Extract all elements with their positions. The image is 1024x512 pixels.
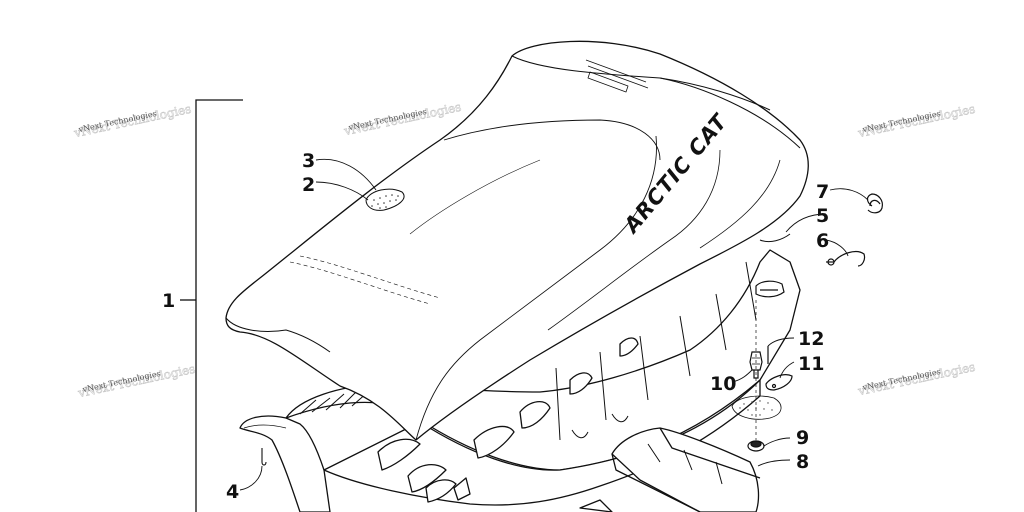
watermark-2: vNext Technologies vNext Technologies [342,99,463,138]
callout-3: 3 [302,150,315,172]
leader-lines [239,158,869,491]
callout-8: 8 [796,451,809,473]
item-9-part [747,440,765,452]
callout-5: 5 [816,205,829,227]
watermark-1: vNext Technologies vNext Technologies [72,101,193,140]
callout-2: 2 [302,174,315,196]
watermark-8: vNext Technologies vNext Technologies [856,359,977,398]
emblem-patch [365,188,405,211]
item-6-part [826,250,866,267]
item-4-part [261,448,267,466]
watermark-4: vNext Technologies vNext Technologies [856,101,977,140]
callout-4: 4 [226,481,239,503]
callout-1: 1 [162,290,175,312]
seat-cover [225,40,809,441]
callout-10: 10 [710,373,736,395]
callout-12: 12 [798,328,824,350]
callout-7: 7 [816,181,829,203]
item-11-part [765,374,793,391]
callout-6: 6 [816,230,829,252]
item-5-part [755,280,785,298]
item-7-part [866,193,883,214]
callout-9: 9 [796,427,809,449]
item-8-part [579,427,761,512]
watermark-5: vNext Technologies vNext Technologies [76,361,197,400]
callouts: 1 2 3 4 5 6 7 8 9 10 11 12 [162,150,829,503]
callout-11: 11 [798,353,824,375]
assembly-bracket [180,99,243,512]
